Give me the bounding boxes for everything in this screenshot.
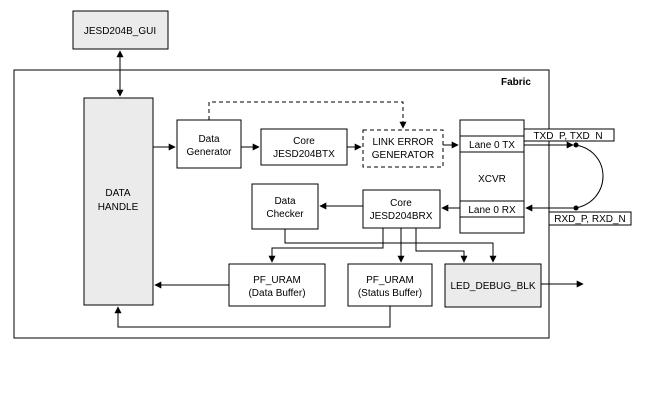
data-handle-label-2: HANDLE	[98, 202, 139, 213]
uram-data-label-2: (Data Buffer)	[248, 288, 305, 299]
uram-data-label-1: PF_URAM	[253, 275, 301, 286]
gui-label: JESD204B_GUI	[84, 26, 156, 37]
data-generator-label-1: Data	[198, 134, 220, 145]
jesd204b-gui-block: JESD204B_GUI	[72, 10, 169, 50]
lane-rx-label: Lane 0 RX	[468, 205, 516, 216]
data-checker-label-1: Data	[274, 196, 296, 207]
core-rx-label-2: JESD204BRX	[370, 211, 433, 222]
core-tx-label-2: JESD204BTX	[273, 149, 335, 160]
core-rx-label-1: Core	[390, 198, 412, 209]
link-error-label-1: LINK ERROR	[372, 137, 433, 148]
data-checker-block: Data Checker	[251, 183, 319, 230]
link-error-generator-block: LINK ERROR GENERATOR	[362, 129, 444, 168]
data-handle-block: DATA HANDLE	[83, 97, 154, 306]
core-rx-block: Core JESD204BRX	[362, 189, 441, 229]
txd-label: TXD_P, TXD_N	[533, 131, 602, 142]
data-generator-block: Data Generator	[176, 119, 242, 169]
core-tx-block: Core JESD204BTX	[260, 128, 348, 166]
rxd-label: RXD_P, RXD_N	[554, 214, 626, 225]
xcvr-block: Lane 0 TX XCVR Lane 0 RX	[459, 119, 525, 234]
data-checker-label-2: Checker	[266, 209, 304, 220]
led-debug-block: LED_DEBUG_BLK	[444, 263, 542, 308]
core-tx-label-1: Core	[293, 136, 315, 147]
uram-status-label-1: PF_URAM	[366, 275, 414, 286]
rxd-pin-label: RXD_P, RXD_N	[548, 211, 632, 226]
data-handle-label-1: DATA	[105, 188, 131, 199]
led-debug-label: LED_DEBUG_BLK	[450, 281, 535, 292]
xcvr-label: XCVR	[478, 174, 506, 185]
fabric-label: Fabric	[501, 77, 531, 88]
lane-tx-label: Lane 0 TX	[469, 140, 515, 151]
uram-data-buffer-block: PF_URAM (Data Buffer)	[228, 263, 326, 307]
connections	[114, 50, 604, 328]
data-generator-label-2: Generator	[186, 147, 232, 158]
uram-status-buffer-block: PF_URAM (Status Buffer)	[347, 263, 433, 307]
link-error-label-2: GENERATOR	[372, 150, 434, 161]
uram-status-label-2: (Status Buffer)	[358, 288, 422, 299]
txd-pin-label: TXD_P, TXD_N	[523, 128, 615, 142]
